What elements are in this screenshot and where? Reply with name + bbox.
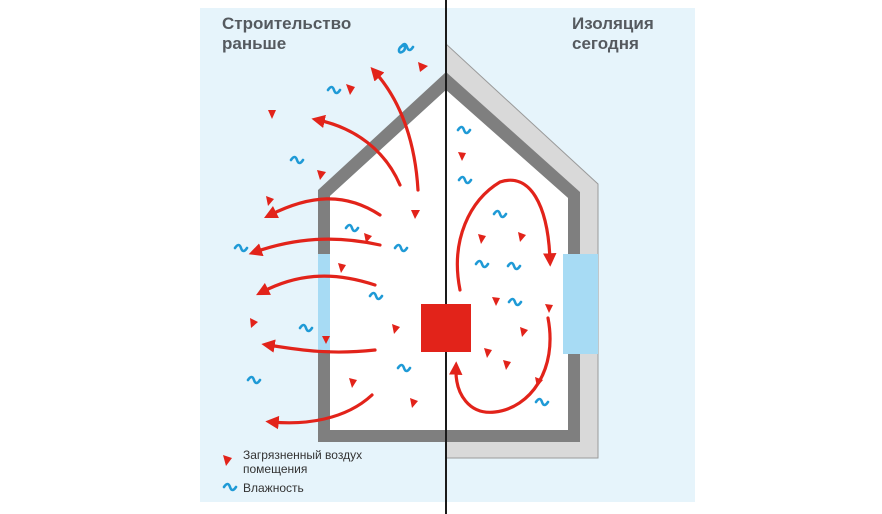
pollution-marker xyxy=(418,62,428,72)
air-arrow xyxy=(248,237,382,257)
pollution-marker xyxy=(520,327,528,337)
pollution-markers xyxy=(223,62,553,466)
new-house-window xyxy=(563,254,598,354)
pollution-marker xyxy=(346,84,355,95)
air-arrow xyxy=(455,178,557,292)
pollution-marker xyxy=(535,377,543,387)
pollution-marker xyxy=(484,348,492,358)
humidity-marker xyxy=(457,175,473,185)
humidity-markers xyxy=(222,44,550,492)
escaping-air-arrows xyxy=(248,66,420,430)
pollution-marker xyxy=(392,324,400,334)
humidity-marker xyxy=(399,42,415,52)
humidity-marker xyxy=(506,261,522,271)
humidity-marker xyxy=(393,243,409,253)
heater xyxy=(421,304,471,352)
pollution-marker xyxy=(266,196,274,206)
humidity-marker xyxy=(246,375,262,385)
humidity-marker xyxy=(368,291,384,301)
humidity-marker xyxy=(474,259,490,269)
legend-humidity-label: Влажность xyxy=(243,481,304,495)
pollution-marker xyxy=(410,398,418,408)
air-arrow xyxy=(370,66,420,192)
pollution-marker xyxy=(317,170,326,180)
old-house-window xyxy=(318,254,330,350)
pollution-marker xyxy=(250,318,258,328)
legend-pollution-label: Загрязненный воздух помещения xyxy=(243,448,363,476)
humidity-marker xyxy=(344,223,360,233)
air-arrow xyxy=(261,339,377,354)
new-house-wall xyxy=(446,72,580,442)
humidity-marker xyxy=(397,44,407,54)
insulated-building-half xyxy=(446,43,599,459)
humidity-marker xyxy=(222,482,238,492)
pollution-marker xyxy=(518,232,526,242)
humidity-marker xyxy=(298,323,314,333)
title-today: Изоляция сегодня xyxy=(572,14,654,53)
circulating-air-arrows xyxy=(449,178,557,414)
pollution-marker xyxy=(364,233,372,243)
humidity-marker xyxy=(507,297,523,307)
title-before: Строительство раньше xyxy=(222,14,352,53)
pollution-marker xyxy=(349,378,357,388)
humidity-marker xyxy=(233,243,249,253)
pollution-marker xyxy=(268,110,276,119)
new-house-interior xyxy=(446,90,568,430)
humidity-marker xyxy=(492,209,508,219)
humidity-marker xyxy=(456,125,472,135)
old-house-wall xyxy=(318,72,446,442)
humidity-marker xyxy=(396,363,412,373)
humidity-marker xyxy=(289,155,305,165)
humidity-marker xyxy=(534,397,550,407)
pollution-marker xyxy=(223,455,232,466)
pollution-marker xyxy=(492,297,500,306)
air-arrow xyxy=(256,274,377,296)
air-arrow xyxy=(263,197,382,219)
air-arrow xyxy=(265,393,374,430)
pollution-marker xyxy=(478,234,486,244)
humidity-marker xyxy=(326,85,342,95)
pollution-marker xyxy=(338,263,346,273)
pollution-marker xyxy=(458,152,466,161)
pollution-marker xyxy=(503,360,511,370)
air-arrow xyxy=(449,316,552,414)
pollution-marker xyxy=(322,336,330,344)
pollution-marker xyxy=(411,210,420,219)
air-arrow xyxy=(311,114,402,187)
pollution-marker xyxy=(545,304,553,313)
